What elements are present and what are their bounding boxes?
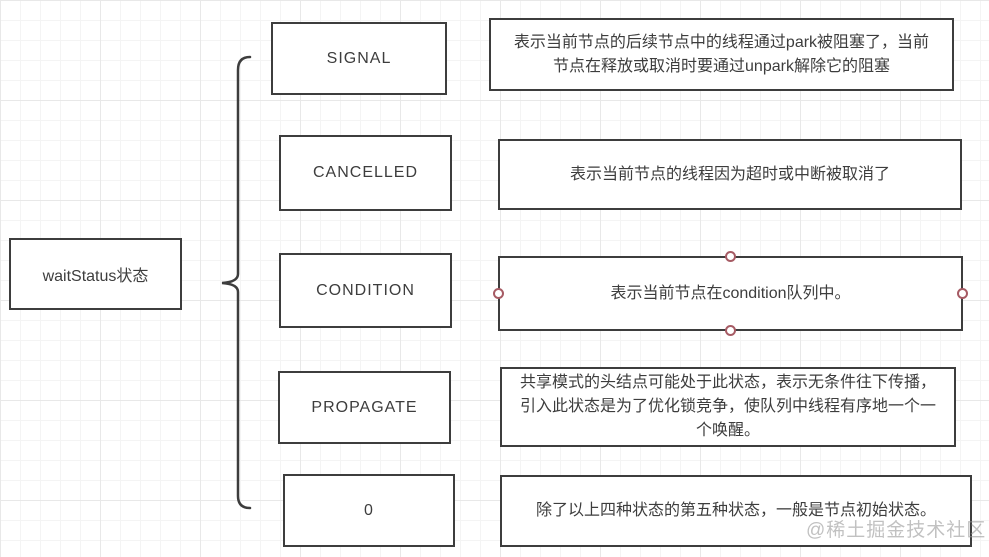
desc-box-zero[interactable]: 除了以上四种状态的第五种状态，一般是节点初始状态。 [500, 475, 972, 547]
root-node-label: waitStatus状态 [42, 268, 149, 285]
desc-box-cancelled[interactable]: 表示当前节点的线程因为超时或中断被取消了 [498, 139, 962, 210]
state-label-propagate: PROPAGATE [311, 398, 418, 416]
connection-handle-top[interactable] [725, 251, 736, 262]
desc-text-condition: 表示当前节点在condition队列中。 [610, 284, 851, 302]
desc-box-condition[interactable]: 表示当前节点在condition队列中。 [493, 251, 968, 336]
connection-handle-bottom[interactable] [725, 325, 736, 336]
state-box-condition[interactable]: CONDITION [279, 253, 452, 328]
desc-text-cancelled: 表示当前节点的线程因为超时或中断被取消了 [569, 165, 890, 183]
desc-box-propagate[interactable]: 共享模式的头结点可能处于此状态，表示无条件往下传播， 引入此状态是为了优化锁竞争… [500, 367, 956, 447]
connection-handle-left[interactable] [493, 288, 504, 299]
state-box-zero[interactable]: 0 [283, 474, 455, 547]
watermark: @稀土掘金技术社区 [806, 520, 987, 541]
state-label-signal: SIGNAL [326, 49, 392, 67]
desc-text-signal: 表示当前节点的后续节点中的线程通过park被阻塞了，当前 节点在释放或取消时要通… [513, 33, 930, 75]
desc-text-propagate: 共享模式的头结点可能处于此状态，表示无条件往下传播， 引入此状态是为了优化锁竞争… [519, 374, 936, 439]
state-box-cancelled[interactable]: CANCELLED [279, 135, 452, 211]
state-label-condition: CONDITION [316, 281, 415, 299]
root-node-waitstatus[interactable]: waitStatus状态 [9, 238, 182, 310]
state-box-signal[interactable]: SIGNAL [271, 22, 447, 95]
state-label-cancelled: CANCELLED [312, 164, 419, 181]
desc-box-signal[interactable]: 表示当前节点的后续节点中的线程通过park被阻塞了，当前 节点在释放或取消时要通… [489, 18, 954, 91]
curly-brace-connector[interactable] [215, 50, 260, 515]
state-box-propagate[interactable]: PROPAGATE [278, 371, 451, 444]
desc-text-zero: 除了以上四种状态的第五种状态，一般是节点初始状态。 [535, 502, 936, 519]
connection-handle-right[interactable] [957, 288, 968, 299]
state-label-zero: 0 [364, 501, 374, 519]
